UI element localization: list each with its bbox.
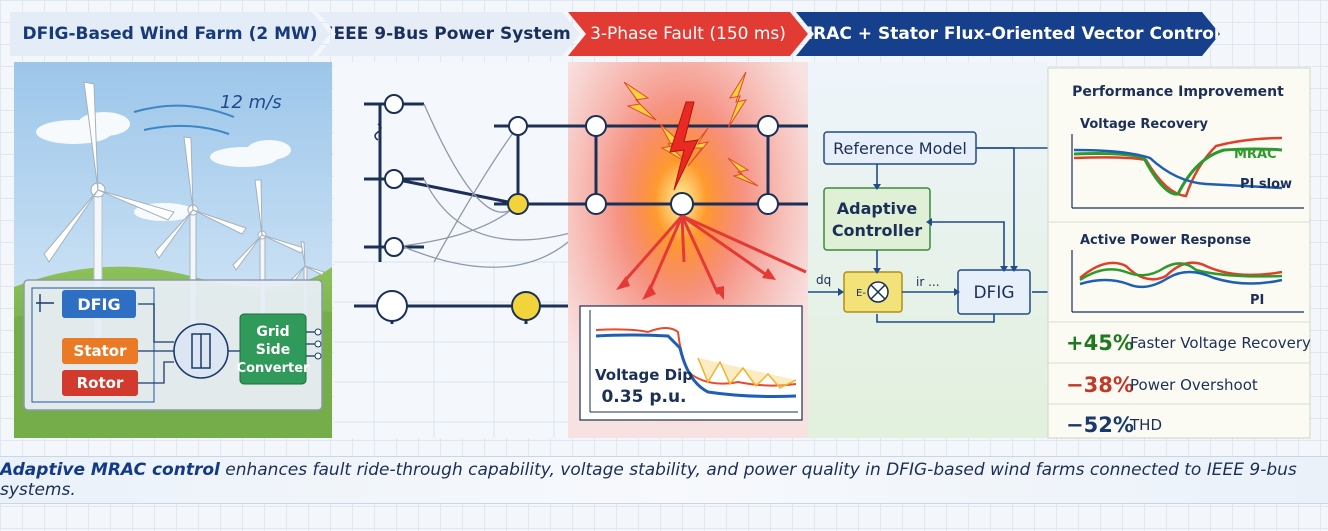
caption-text: enhances fault ride-through capability, … xyxy=(0,460,1297,500)
header-wind-farm-text: DFIG-Based Wind Farm (2 MW) xyxy=(22,24,318,44)
header-fault-text: 3-Phase Fault (150 ms) xyxy=(590,24,786,44)
performance-charts: Performance Improvement Voltage Recovery… xyxy=(1047,67,1311,439)
metric-text: Power Overshoot xyxy=(1130,376,1258,394)
power-series-fault xyxy=(1079,261,1283,281)
caption: Adaptive MRAC control enhances fault rid… xyxy=(0,456,1328,504)
performance-title: Performance Improvement xyxy=(1072,84,1284,100)
adaptive-controller-line2: Controller xyxy=(832,221,922,240)
metric-value: −38% xyxy=(1066,373,1134,397)
wind-farm-panel: 12 m/s xyxy=(14,62,332,438)
power-series-pi xyxy=(1079,270,1283,289)
series-line-fault xyxy=(1073,136,1283,198)
adaptive-controller-line1: Adaptive xyxy=(837,199,918,218)
wind-icon xyxy=(133,104,235,135)
stator-label: Stator xyxy=(74,342,128,360)
pi-slow-label: PI slow xyxy=(1240,177,1292,192)
wind-speed: 12 m/s xyxy=(220,92,282,113)
ir-label: ir ... xyxy=(916,275,940,289)
caption-bold: Adaptive MRAC control xyxy=(0,460,220,480)
fault-panel: Voltage Dip 0.35 p.u. xyxy=(568,62,808,438)
series-line-mrac xyxy=(1073,147,1283,196)
metric-item: +45% Faster Voltage Recovery xyxy=(1066,331,1311,355)
svg-text:E-: E- xyxy=(856,288,866,299)
converter-line3: Converter xyxy=(237,361,310,376)
mrac-label: MRAC xyxy=(1234,147,1277,162)
metric-value: +45% xyxy=(1066,331,1134,355)
dfig-label: DFIG xyxy=(77,295,120,314)
header-control-text: MRAC + Stator Flux-Oriented Vector Contr… xyxy=(796,24,1220,44)
metric-item: −38% Power Overshoot xyxy=(1066,373,1258,397)
bus-nodes xyxy=(376,94,541,322)
dfig-block-label: DFIG xyxy=(973,283,1014,303)
fault-illustration: Voltage Dip 0.35 p.u. xyxy=(568,62,808,438)
voltage-dip-value: 0.35 p.u. xyxy=(601,387,686,407)
reference-model-label: Reference Model xyxy=(833,139,967,158)
metric-text: Faster Voltage Recovery xyxy=(1130,334,1311,352)
metric-value: −52% xyxy=(1066,413,1134,437)
header-wind-farm: DFIG-Based Wind Farm (2 MW) xyxy=(10,12,330,56)
active-power-title: Active Power Response xyxy=(1080,233,1251,248)
series-line-pi xyxy=(1073,148,1283,190)
voltage-recovery-title: Voltage Recovery xyxy=(1080,117,1209,132)
header-control: MRAC + Stator Flux-Oriented Vector Contr… xyxy=(796,12,1220,56)
wind-farm-illustration: 12 m/s xyxy=(14,62,332,438)
ieee-panel xyxy=(334,62,574,438)
voltage-dip-label: Voltage Dip xyxy=(595,366,693,384)
turbine-icon xyxy=(43,81,175,343)
transformer-icon xyxy=(374,123,382,141)
generator-icon xyxy=(36,294,54,312)
converter-line1: Grid xyxy=(256,324,289,340)
voltage-dip-inset xyxy=(579,305,803,421)
pi-label: PI xyxy=(1250,293,1264,308)
control-block-diagram: Reference Model Adaptive Controller E- D… xyxy=(808,62,1048,438)
bus-system-diagram xyxy=(334,62,574,438)
performance-panel: Performance Improvement Voltage Recovery… xyxy=(1046,66,1312,440)
power-series-mrac xyxy=(1079,262,1283,282)
control-signal-lines xyxy=(808,147,1048,323)
header-ieee-text: IEEE 9-Bus Power System xyxy=(327,24,571,44)
turbine-icon xyxy=(154,136,247,328)
fault-bolt-icon xyxy=(669,101,699,191)
metric-text: THD xyxy=(1129,416,1162,434)
converter-line2: Side xyxy=(256,342,290,358)
dq-label: dq xyxy=(816,273,831,287)
header-fault: 3-Phase Fault (150 ms) xyxy=(568,12,808,56)
metric-item: −52% THD xyxy=(1066,413,1162,437)
fault-arrows xyxy=(620,214,807,295)
control-panel: Reference Model Adaptive Controller E- D… xyxy=(808,62,1048,438)
header-ieee: IEEE 9-Bus Power System xyxy=(318,12,580,56)
rotor-label: Rotor xyxy=(77,374,124,392)
